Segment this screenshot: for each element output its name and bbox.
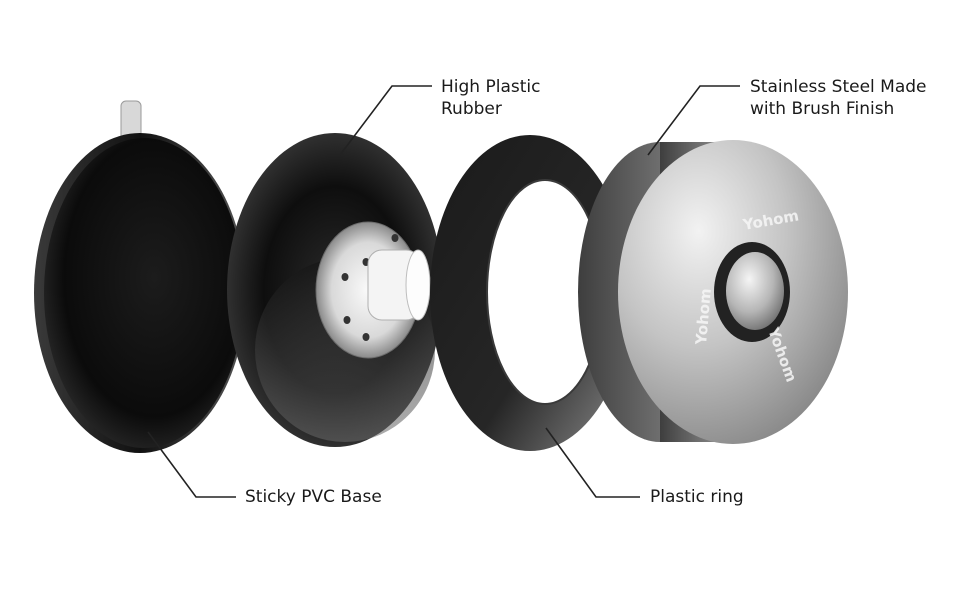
rubber-hub-bolt bbox=[343, 316, 351, 324]
base-disc bbox=[44, 138, 244, 448]
label-line: Stainless Steel Made bbox=[750, 77, 927, 97]
label-line: High Plastic bbox=[441, 77, 541, 97]
leader-line-ring bbox=[545, 427, 640, 498]
leader-line-base bbox=[147, 431, 236, 498]
sticky-pvc-base bbox=[34, 100, 246, 453]
label-line: Rubber bbox=[441, 99, 502, 119]
label-line: with Brush Finish bbox=[750, 99, 895, 119]
stainless-steel-cover: Yohom Yohom Yohom bbox=[578, 140, 848, 444]
label-stainless-steel: Stainless Steel Made with Brush Finish bbox=[750, 76, 927, 120]
rubber-cup bbox=[227, 133, 443, 447]
label-high-plastic-rubber: High Plastic Rubber bbox=[441, 76, 540, 120]
leader-line-steel bbox=[647, 85, 740, 156]
rubber-hub-bolt bbox=[391, 234, 399, 242]
rubber-hub-bolt bbox=[362, 333, 370, 341]
steel-knob bbox=[726, 252, 784, 330]
label-line: Plastic ring bbox=[650, 487, 744, 507]
label-line: Sticky PVC Base bbox=[245, 487, 382, 507]
brand-engraving: Yohom bbox=[692, 288, 715, 347]
label-sticky-pvc-base: Sticky PVC Base bbox=[245, 486, 382, 508]
leader-lines bbox=[147, 85, 740, 498]
rubber-hub-bolt bbox=[341, 273, 349, 281]
plastic-ring-body bbox=[430, 135, 630, 451]
rubber-stem-cap bbox=[405, 249, 431, 321]
leader-line-rubber bbox=[339, 85, 432, 156]
label-plastic-ring: Plastic ring bbox=[650, 486, 744, 508]
